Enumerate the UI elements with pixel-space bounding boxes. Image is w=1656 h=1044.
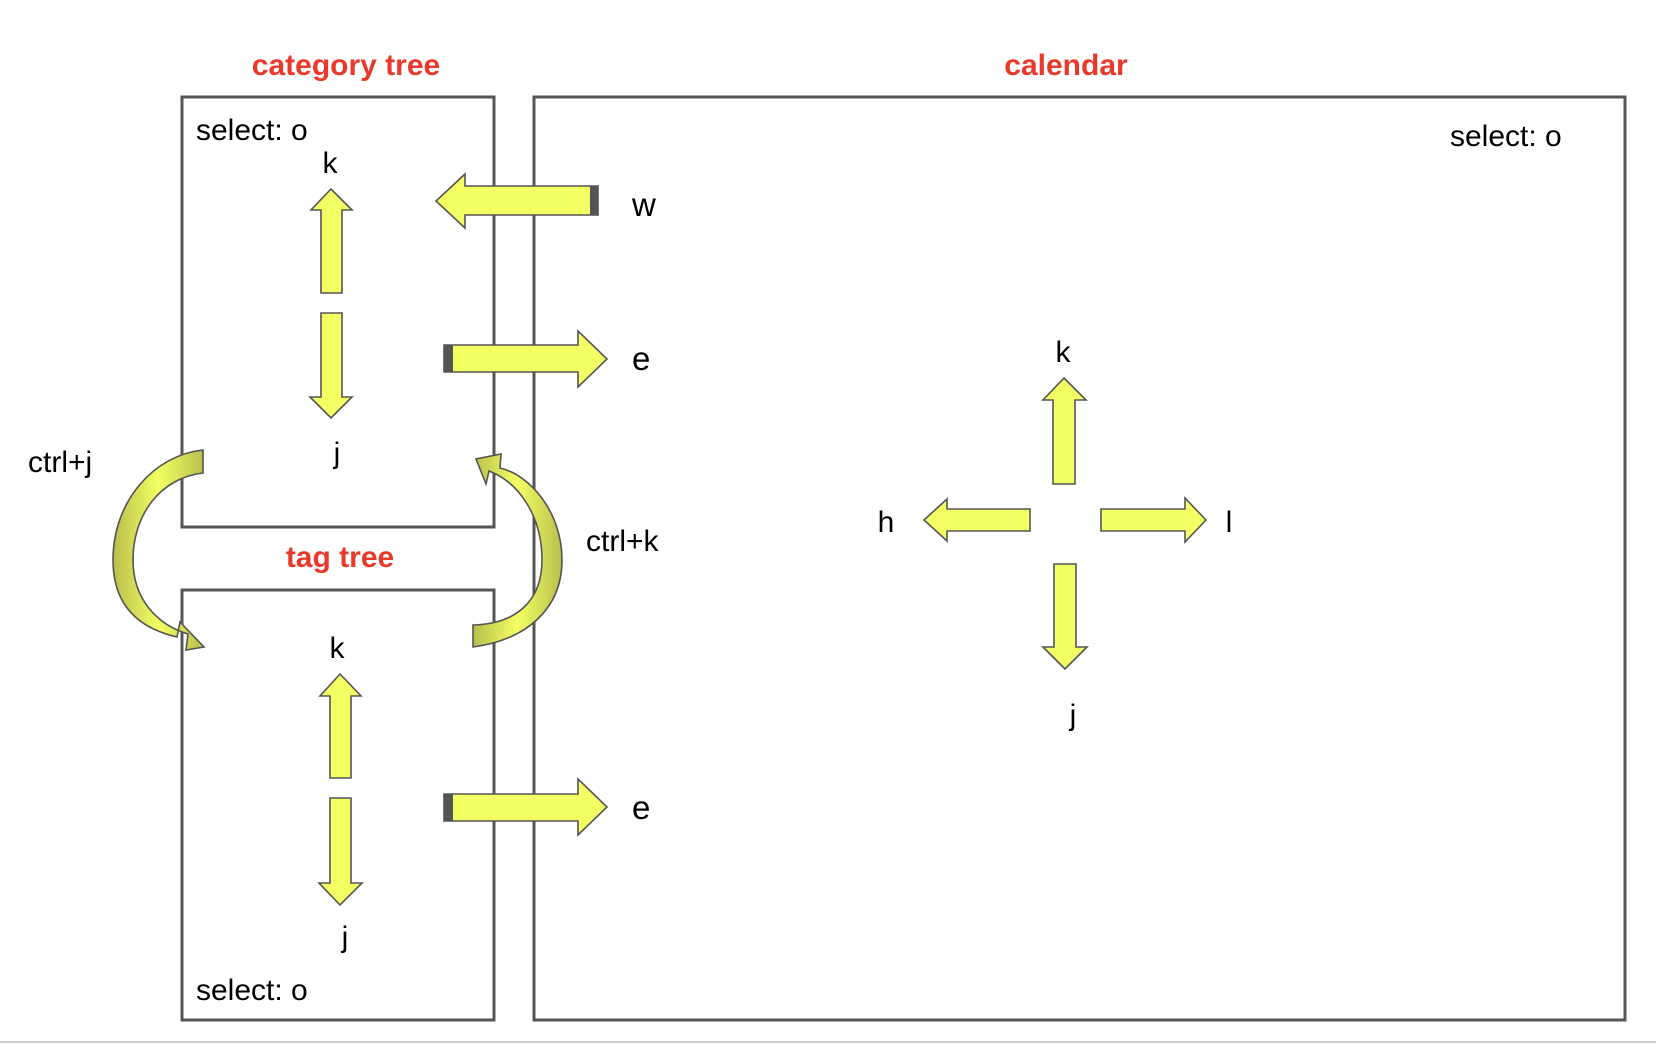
calendar-to-category-arrow — [434, 172, 599, 230]
category-tree-down-key: j — [333, 437, 341, 470]
tag-tree-up-key: k — [330, 632, 346, 665]
tag-tree-up-arrow — [318, 672, 363, 779]
calendar-down-key: j — [1069, 699, 1077, 732]
calendar-up-arrow — [1041, 376, 1088, 485]
category-to-calendar-arrow — [443, 329, 609, 389]
tag-to-calendar-key: e — [632, 789, 650, 826]
category-tree-title: category tree — [252, 49, 440, 82]
calendar-title: calendar — [1004, 49, 1128, 82]
calendar-panel — [532, 95, 1627, 1022]
category-tree-up-key: k — [323, 147, 339, 180]
category-tree-select-label: select: o — [196, 114, 308, 147]
arrow-tail-cap — [444, 794, 453, 821]
calendar-left-key: h — [878, 506, 895, 539]
tag-tree-down-arrow — [317, 797, 364, 907]
category-tree-up-arrow — [309, 187, 354, 294]
calendar-right-key: l — [1226, 506, 1233, 539]
category-tree-down-arrow — [308, 312, 354, 420]
tag-to-calendar-arrow — [443, 777, 609, 837]
calendar-right-arrow — [1100, 496, 1208, 544]
category-to-tag-key: ctrl+j — [28, 446, 92, 479]
category-tree-panel — [180, 95, 496, 529]
tag-tree-down-key: j — [341, 921, 349, 954]
calendar-left-arrow — [922, 497, 1031, 543]
arrow-tail-cap — [590, 186, 598, 215]
tag-tree-select-label: select: o — [196, 974, 308, 1007]
calendar-select-label: select: o — [1450, 120, 1562, 153]
calendar-to-category-key: w — [631, 186, 656, 223]
tag-to-category-curved-arrow — [472, 453, 563, 648]
arrow-tail-cap — [444, 345, 453, 372]
calendar-up-key: k — [1056, 336, 1072, 369]
tag-to-category-key: ctrl+k — [586, 525, 660, 558]
tag-tree-title: tag tree — [286, 541, 394, 574]
category-to-calendar-key: e — [632, 340, 650, 377]
category-to-tag-curved-arrow — [112, 449, 206, 651]
calendar-down-arrow — [1041, 563, 1089, 671]
